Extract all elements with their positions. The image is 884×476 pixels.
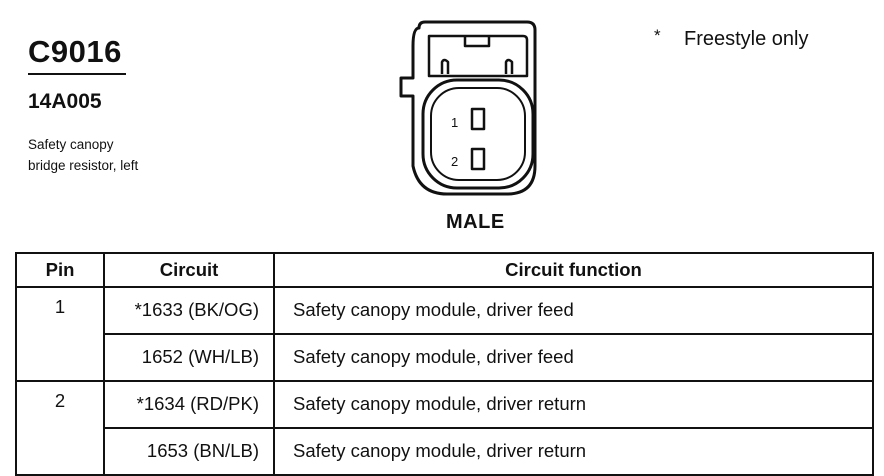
circuit-cell: *1634 (RD/PK) (103, 380, 275, 428)
connector-id: C9016 (28, 34, 122, 69)
description-line-1: Safety canopy (28, 137, 114, 152)
pin-cell: 2 (15, 380, 105, 428)
table-row: 2 *1634 (RD/PK) Safety canopy module, dr… (15, 380, 874, 428)
table-row: 1653 (BN/LB) Safety canopy module, drive… (15, 427, 874, 476)
connector-inner-shell (427, 34, 529, 78)
pin-2-label: 2 (451, 154, 458, 169)
part-number: 14A005 (28, 90, 102, 113)
title-underline (28, 73, 126, 75)
function-cell: Safety canopy module, driver feed (273, 286, 874, 334)
pin-table: Pin Circuit Circuit function 1 *1633 (BK… (15, 252, 874, 476)
lock-post-right (504, 58, 514, 74)
function-cell: Safety canopy module, driver feed (273, 333, 874, 381)
footnote-text: Freestyle only (684, 28, 809, 50)
pin-1-cavity (470, 107, 486, 131)
circuit-cell: 1653 (BN/LB) (103, 427, 275, 476)
function-cell: Safety canopy module, driver return (273, 380, 874, 428)
connector-face-diagram: 1 2 (399, 20, 537, 196)
description-line-2: bridge resistor, left (28, 158, 139, 173)
circuit-cell: 1652 (WH/LB) (103, 333, 275, 381)
footnote-asterisk: * (654, 26, 661, 45)
pin-1-label: 1 (451, 115, 458, 130)
connector-outer-shell (399, 20, 537, 196)
connector-view-label: MALE (446, 211, 505, 233)
pin-cell (15, 334, 105, 381)
pin-cell: 1 (15, 286, 105, 334)
table-row: 1652 (WH/LB) Safety canopy module, drive… (15, 333, 874, 381)
latch-tab (463, 36, 491, 48)
table-row: 1 *1633 (BK/OG) Safety canopy module, dr… (15, 286, 874, 334)
circuit-cell: *1633 (BK/OG) (103, 286, 275, 334)
column-header-pin: Pin (15, 252, 105, 288)
column-header-circuit: Circuit (103, 252, 275, 288)
pin-2-cavity (470, 147, 486, 171)
table-header-row: Pin Circuit Circuit function (15, 252, 874, 288)
pin-cell (15, 428, 105, 476)
mating-face (421, 78, 535, 190)
function-cell: Safety canopy module, driver return (273, 427, 874, 476)
lock-post-left (440, 58, 450, 74)
column-header-function: Circuit function (273, 252, 874, 288)
